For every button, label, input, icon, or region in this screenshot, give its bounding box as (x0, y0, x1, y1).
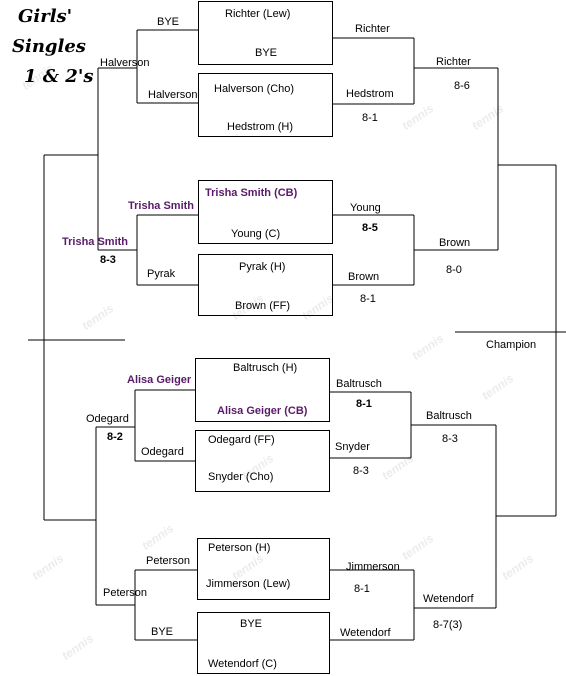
right-r1-label: Young (350, 202, 381, 214)
bracket-line (97, 67, 137, 251)
right-r1-label: Jimmerson (346, 561, 400, 573)
bracket-line (330, 569, 415, 641)
bracket-title-line1: Girls' (18, 6, 73, 27)
player-bottom: Wetendorf (C) (208, 658, 277, 670)
left-r1-label: Peterson (146, 555, 191, 567)
left-r1-label: Halverson (148, 89, 198, 101)
player-top: Odegard (FF) (208, 434, 275, 446)
right-r2-label: Wetendorf (423, 593, 474, 605)
right-r1-score: 8-3 (353, 465, 369, 477)
left-r1-label: Alisa Geiger (127, 374, 192, 386)
right-r1-label: Snyder (335, 441, 370, 453)
left-r2-label: Peterson (103, 587, 148, 599)
match-box-5: Baltrusch (H) Alisa Geiger (CB) (195, 358, 330, 422)
player-top: Baltrusch (H) (233, 362, 298, 374)
bracket-line (496, 164, 557, 517)
bracket-line (411, 424, 497, 609)
right-r1-label: Wetendorf (340, 627, 391, 639)
match-box-8: BYE Wetendorf (C) (197, 612, 330, 674)
player-bottom: BYE (255, 47, 278, 59)
match-box-3: Trisha Smith (CB) Young (C) (198, 180, 333, 244)
right-r2-score: 8-3 (442, 433, 458, 445)
left-r1-label: Trisha Smith (128, 200, 195, 212)
match-box-2: Halverson (Cho) Hedstrom (H) (198, 73, 333, 137)
player-top: Richter (Lew) (225, 8, 291, 20)
right-r2-score: 8-7(3) (433, 619, 463, 631)
player-bottom: Jimmerson (Lew) (206, 578, 291, 590)
bracket-line (333, 37, 415, 105)
match-box-6: Odegard (FF) Snyder (Cho) (195, 430, 330, 492)
left-r1-label: Odegard (141, 446, 184, 458)
right-r1-score: 8-1 (360, 293, 376, 305)
bracket-line (95, 426, 135, 606)
player-top: Peterson (H) (208, 542, 271, 554)
player-top: BYE (240, 618, 263, 630)
right-r2-score: 8-6 (454, 80, 470, 92)
player-bottom: Hedstrom (H) (227, 121, 294, 133)
right-r2-score: 8-0 (446, 264, 462, 276)
bracket-title-line3: 1 & 2's (24, 66, 94, 87)
champion-label: Champion (486, 339, 537, 351)
left-r2-label: Trisha Smith (62, 236, 129, 248)
player-top: Pyrak (H) (239, 261, 286, 273)
player-bottom: Brown (FF) (235, 300, 290, 312)
bracket-line (134, 389, 195, 462)
left-r2-label: Halverson (100, 57, 150, 69)
match-box-1: Richter (Lew) BYE (198, 1, 333, 65)
left-r2-label: Odegard (86, 413, 129, 425)
player-bottom: Young (C) (231, 228, 281, 240)
bracket-line (414, 67, 499, 251)
right-r1-score: 8-1 (362, 112, 378, 124)
left-r1-label: BYE (157, 16, 180, 28)
left-r2-score: 8-2 (107, 431, 123, 443)
bracket-title-line2: Singles (12, 36, 86, 57)
right-r2-label: Baltrusch (426, 410, 472, 422)
bracket-line (43, 154, 98, 521)
match-box-4: Pyrak (H) Brown (FF) (198, 254, 333, 316)
right-r2-label: Brown (439, 237, 471, 249)
player-top: Halverson (Cho) (214, 83, 295, 95)
right-r1-label: Brown (348, 271, 380, 283)
right-r2-label: Richter (436, 56, 471, 68)
left-r1-label: Pyrak (147, 268, 176, 280)
bracket-line (136, 29, 198, 104)
player-top: Trisha Smith (CB) (205, 187, 298, 199)
match-box-7: Peterson (H) Jimmerson (Lew) (197, 538, 330, 600)
player-bottom: Snyder (Cho) (208, 471, 274, 483)
right-r1-score: 8-1 (356, 398, 372, 410)
player-bottom: Alisa Geiger (CB) (217, 405, 308, 417)
right-r1-label: Richter (355, 23, 390, 35)
right-r1-score: 8-5 (362, 222, 378, 234)
left-r1-label: BYE (151, 626, 174, 638)
right-r1-label: Baltrusch (336, 378, 382, 390)
right-r1-label: Hedstrom (346, 88, 394, 100)
left-r2-score: 8-3 (100, 254, 116, 266)
right-r1-score: 8-1 (354, 583, 370, 595)
